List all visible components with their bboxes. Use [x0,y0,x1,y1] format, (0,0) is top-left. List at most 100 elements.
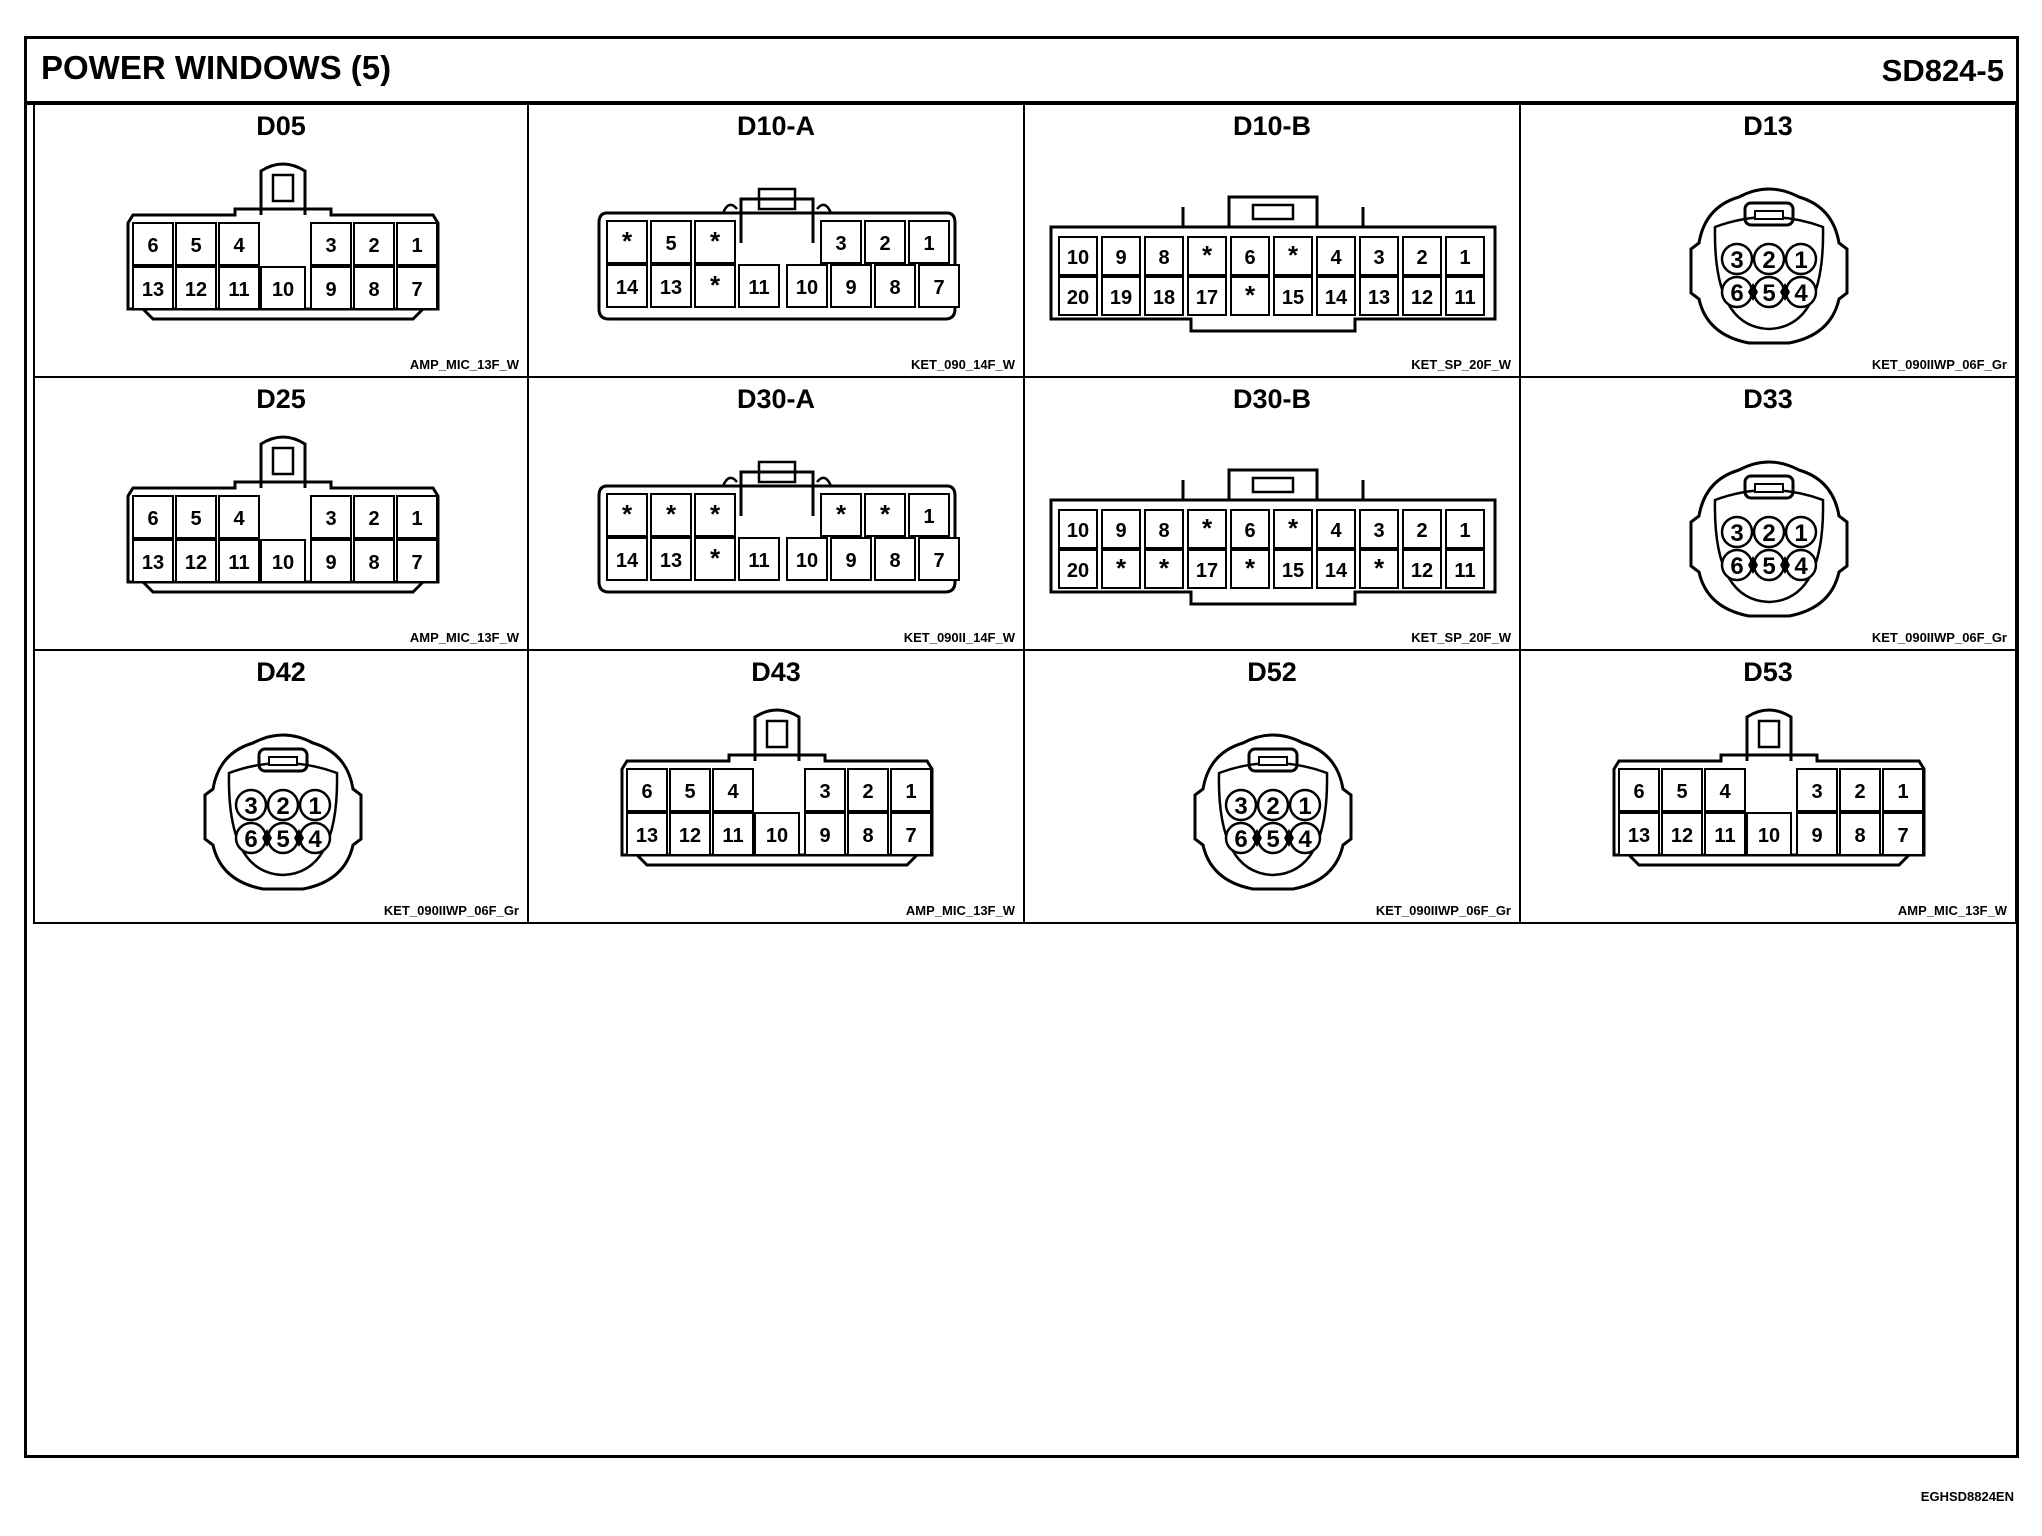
pin-label: 13 [1628,825,1650,847]
pin-label: 9 [1115,520,1126,542]
sheet-code: SD824-5 [1881,53,2004,88]
pin-label: 20 [1067,287,1089,309]
pin-cavity: 7 [890,812,932,856]
pin-cavity: 9 [804,812,846,856]
pin-cavity: * [1101,549,1141,589]
pin-label: 2 [862,781,873,803]
pin-cavity: 9 [830,264,872,308]
pin-cavity: * [694,537,736,581]
pin-label: 5 [190,508,201,530]
pin-cavity: 10 [754,812,800,856]
pin-cavity: 5 [669,768,711,812]
pin-label: 4 [1794,553,1808,580]
housing-base [1627,853,1911,867]
pin-cavity: 15 [1273,549,1313,589]
pin-cavity: 2 [1256,788,1290,822]
sheet-header: POWER WINDOWS (5) SD824-5 [27,39,2016,105]
pin-cavity: 10 [260,539,306,583]
pin-cavity: 1 [396,495,438,539]
pin-cavity: 11 [1445,276,1485,316]
pin-cavity: 1 [1288,788,1322,822]
connector-part-number: AMP_MIC_13F_W [409,630,519,645]
pin-cavity: 15 [1273,276,1313,316]
pin-label: 6 [1633,781,1644,803]
pin-label: 11 [228,552,249,574]
pin-cavity: 7 [1882,812,1924,856]
connector-latch [259,162,307,215]
pin-label: * [666,499,677,529]
pin-label: 10 [796,277,818,299]
pin-cavity: 1 [1784,242,1818,276]
pin-cavity: 20 [1058,276,1098,316]
pin-label: 12 [679,825,701,847]
pin-cavity: 10 [1058,509,1098,549]
pin-label: * [1116,553,1127,583]
pin-cavity: 2 [353,222,395,266]
pin-cavity: 6 [1720,275,1754,309]
pin-cavity: 6 [234,821,268,855]
pin-cavity: 3 [1359,509,1399,549]
pin-cavity: 13 [650,264,692,308]
pin-cavity: 10 [260,266,306,310]
pin-label: 13 [1368,287,1390,309]
pin-cavity: 8 [1144,509,1184,549]
pin-cavity: * [1187,236,1227,276]
pin-cavity: * [650,493,692,537]
pin-cavity: 13 [626,812,668,856]
pin-cavity: 3 [804,768,846,812]
pin-cavity: 20 [1058,549,1098,589]
connector-id: D30-B [1232,384,1312,414]
pin-label: 10 [272,279,294,301]
pin-cavity: 2 [1752,515,1786,549]
pin-cavity: 4 [1316,509,1356,549]
pin-label: 6 [641,781,652,803]
pin-cavity: 9 [830,537,872,581]
latch-clips [721,203,833,214]
pin-cavity: 5 [266,821,300,855]
pin-label: 14 [616,277,639,299]
guide-posts [1181,480,1365,500]
pin-label: 13 [142,279,164,301]
pin-label: 4 [233,235,245,257]
pin-cavity: 6 [1230,236,1270,276]
pin-cavity: 18 [1144,276,1184,316]
pin-cavity: 2 [847,768,889,812]
drawing-code: EGHSD8824EN [1920,1489,2014,1504]
pin-cavity: 8 [847,812,889,856]
pin-cavity: 14 [1316,276,1356,316]
pin-label: * [1202,240,1213,270]
pin-label: 10 [766,825,788,847]
pin-label: 2 [1416,247,1427,269]
latch-window [271,446,295,476]
pin-label: 3 [244,793,257,820]
connector-part-number: KET_SP_20F_W [1411,357,1511,372]
pin-cavity: * [694,264,736,308]
pin-label: 5 [665,233,676,255]
connector-housing [1612,753,1926,857]
pin-cavity: 6 [132,495,174,539]
connector-housing [1689,187,1849,345]
pin-label: 6 [244,826,257,853]
connector-id: D53 [1743,657,1793,687]
pin-cavity: 3 [1359,236,1399,276]
connector-part-number: KET_090IIWP_06F_Gr [383,903,519,918]
pin-cavity: 7 [918,537,960,581]
pin-cavity: * [606,220,648,264]
housing-base [141,580,425,594]
latch-window [765,719,789,749]
connector-part-number: KET_090IIWP_06F_Gr [1375,903,1511,918]
pin-cavity: 5 [175,495,217,539]
pin-label: 1 [1459,520,1470,542]
pin-label: 2 [1762,520,1775,547]
pin-label: * [710,270,721,300]
pin-label: 11 [748,550,769,572]
connector-id: D10-A [736,111,816,141]
connector-latch [1743,474,1795,500]
